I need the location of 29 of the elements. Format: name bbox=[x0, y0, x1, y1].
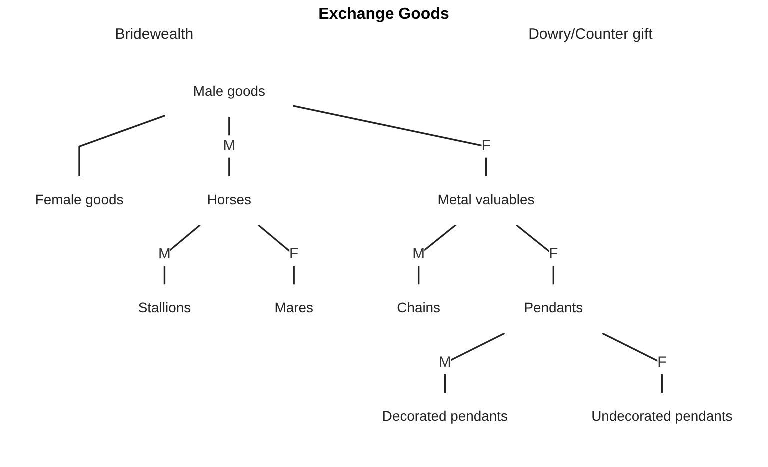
edge-label: M bbox=[223, 138, 236, 154]
connector bbox=[258, 224, 295, 285]
connector bbox=[516, 224, 554, 285]
node-text: Undecorated pendants bbox=[592, 408, 733, 425]
node-text: Decorated pendants bbox=[382, 408, 508, 425]
node-text: Metal valuables bbox=[438, 192, 535, 208]
edge-label: F bbox=[290, 246, 299, 262]
node-text: Male goods bbox=[193, 84, 266, 100]
connector bbox=[228, 116, 230, 176]
node-text: Female goods bbox=[35, 192, 124, 208]
node-text: Pendants bbox=[524, 300, 584, 316]
edge-label: F bbox=[658, 354, 667, 371]
connector bbox=[78, 114, 166, 176]
node-text: Horses bbox=[207, 192, 252, 208]
edge-label: F bbox=[549, 246, 558, 262]
connector bbox=[444, 332, 506, 394]
node-text: Chains bbox=[397, 300, 441, 316]
edge-label: M bbox=[158, 246, 171, 262]
connector bbox=[602, 332, 663, 394]
note-label: Dowry/Counter gift bbox=[528, 26, 653, 43]
edge-label: M bbox=[412, 246, 426, 262]
node-text: Mares bbox=[274, 300, 314, 316]
edge-label: F bbox=[482, 138, 491, 154]
edge-label: M bbox=[438, 354, 452, 371]
note-label: Bridewealth bbox=[115, 26, 194, 43]
diagram-title: Exchange Goods bbox=[318, 6, 450, 24]
connector bbox=[293, 105, 488, 176]
node-text: Stallions bbox=[138, 300, 192, 316]
connector bbox=[418, 224, 456, 285]
